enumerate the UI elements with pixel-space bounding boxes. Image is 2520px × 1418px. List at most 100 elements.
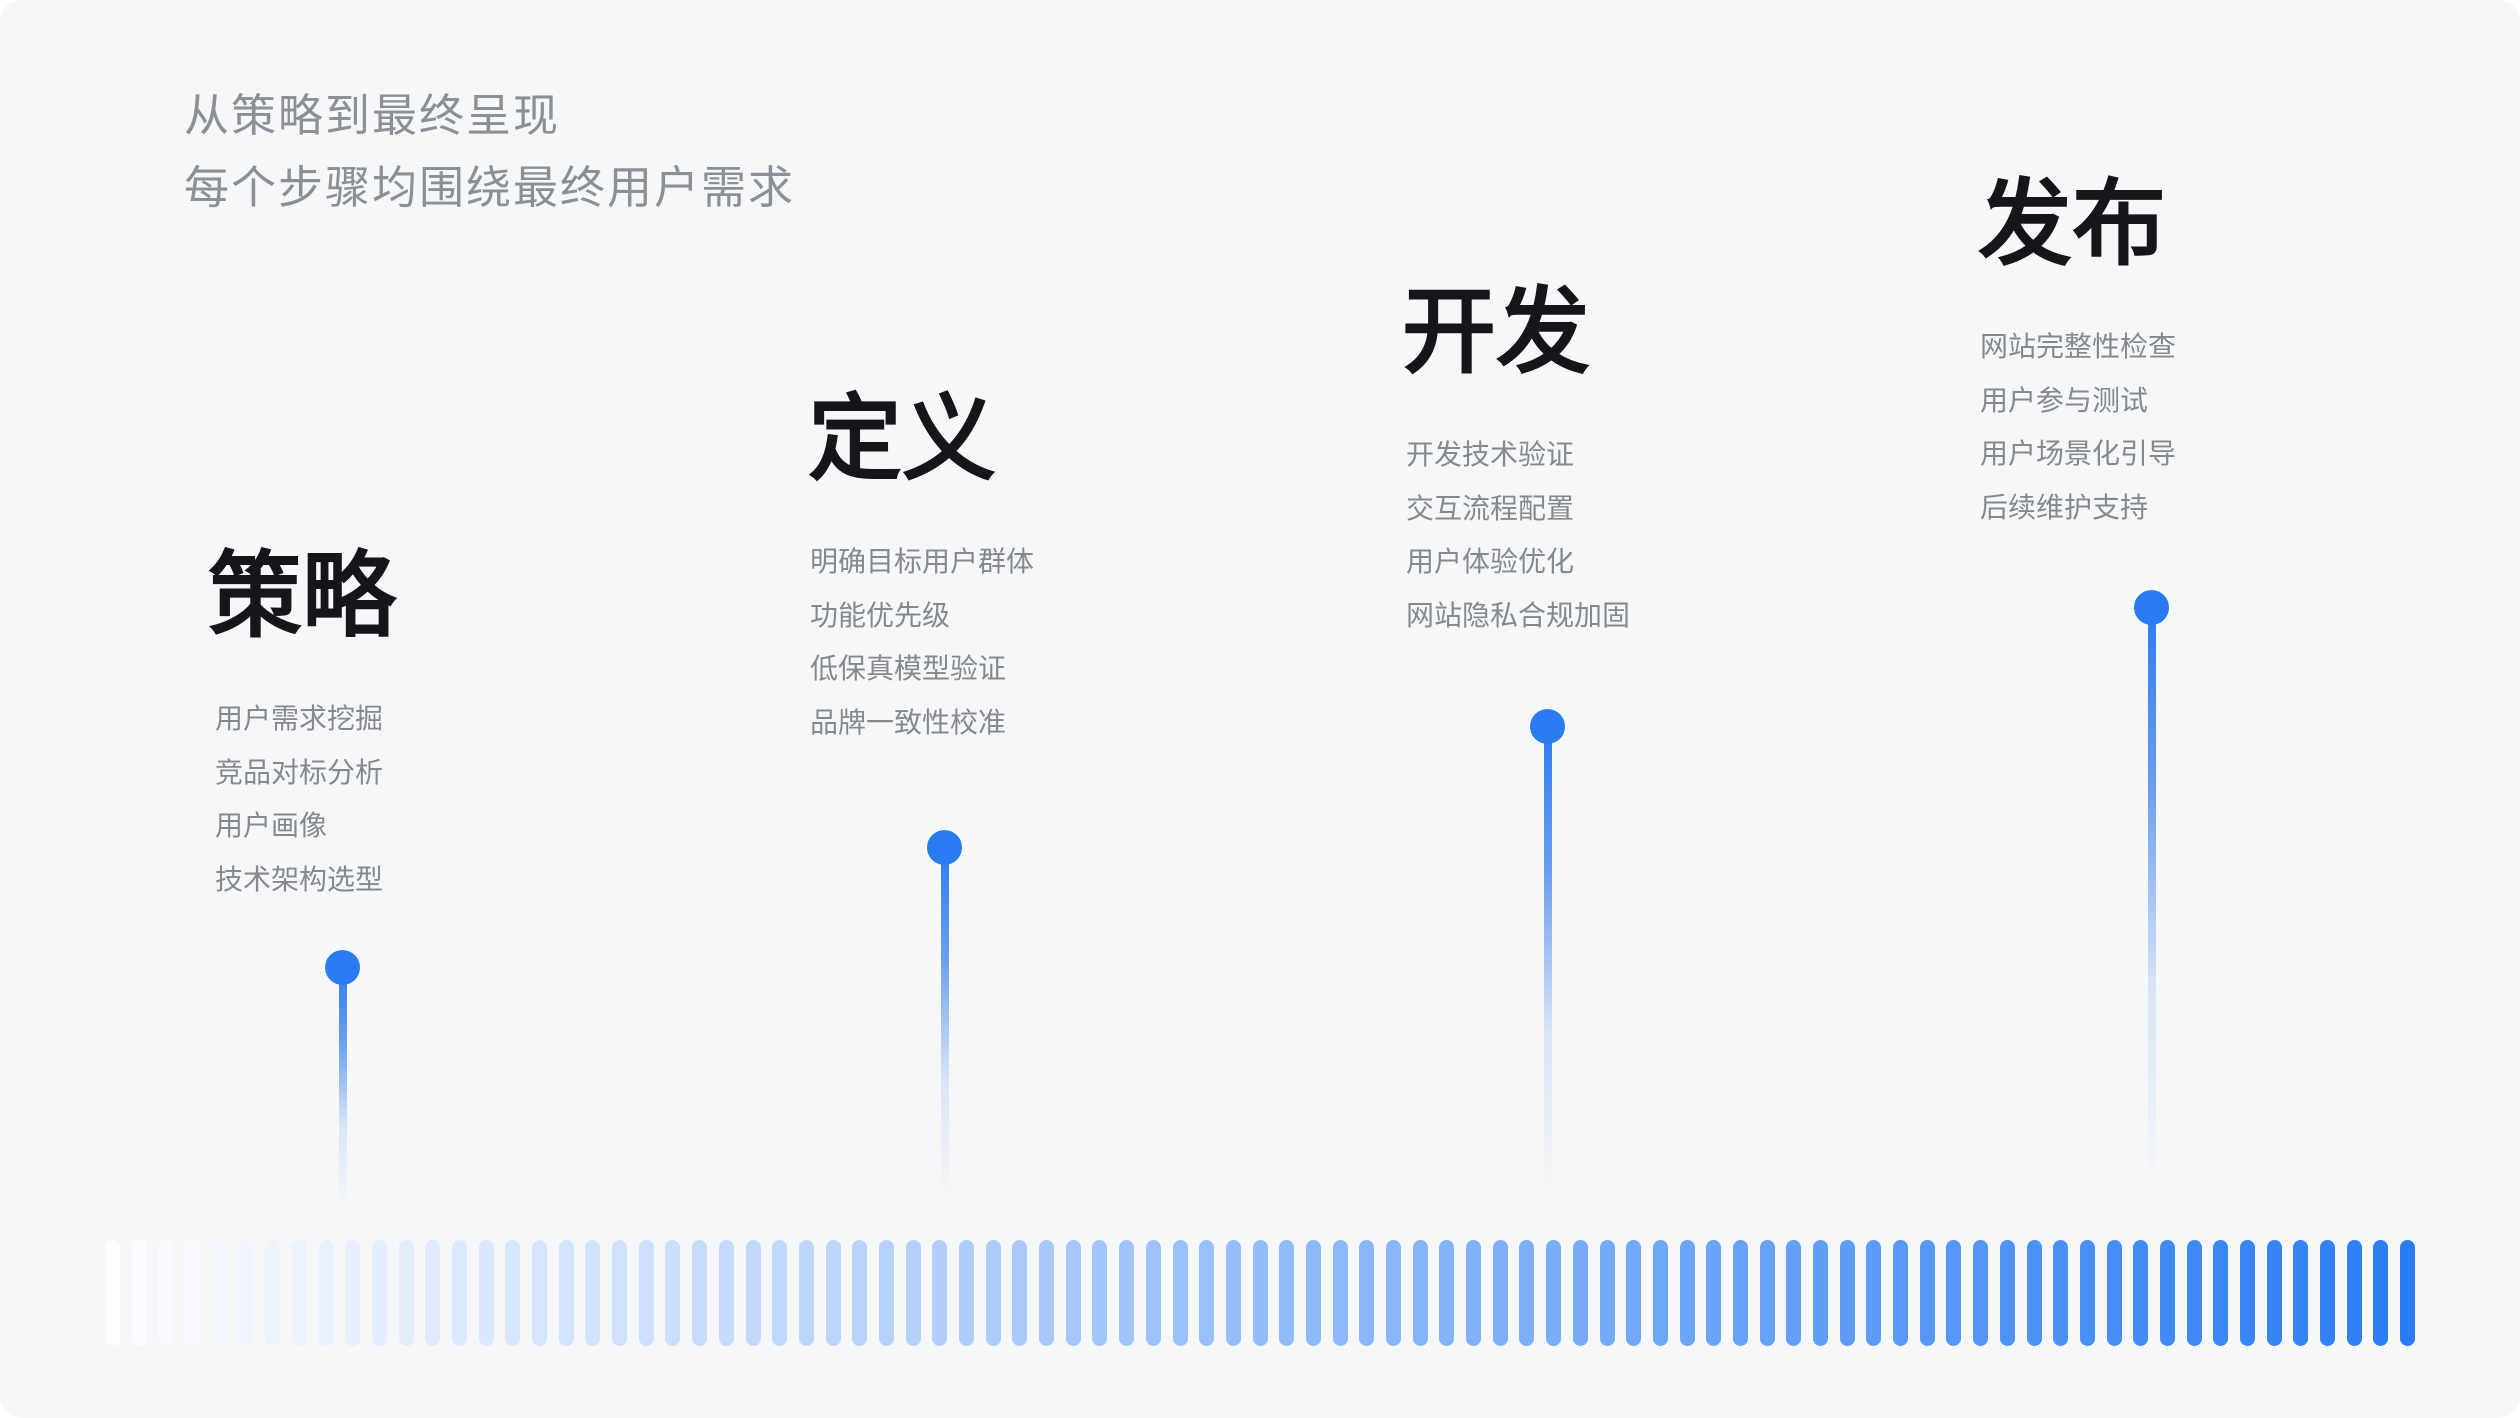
stage-item: 开发技术验证 bbox=[1406, 439, 1575, 470]
stage-item-list: 明确目标用户群体 功能优先级 低保真模型验证 品牌一致性校准 bbox=[810, 535, 1034, 749]
stage-item-list: 网站完整性检查 用户参与测试 用户场景化引导 后续维护支持 bbox=[1980, 320, 2176, 534]
timeline-bar bbox=[1652, 1240, 1668, 1346]
timeline-bar bbox=[1919, 1240, 1935, 1346]
timeline-bar bbox=[2106, 1240, 2122, 1346]
timeline-bar bbox=[1332, 1240, 1348, 1346]
timeline-bar bbox=[2186, 1240, 2202, 1346]
timeline-bar bbox=[105, 1240, 120, 1346]
stage-item: 用户体验优化 bbox=[1406, 546, 1575, 577]
stage-dot bbox=[325, 950, 360, 985]
timeline-bar bbox=[2293, 1240, 2309, 1346]
timeline-bar bbox=[1946, 1240, 1962, 1346]
timeline-bar bbox=[2079, 1240, 2095, 1346]
stage-item-list: 开发技术验证 交互流程配置 用户体验优化 网站隐私合规加固 bbox=[1406, 428, 1630, 642]
timeline-bar bbox=[905, 1240, 921, 1346]
page-subtitle: 从策略到最终呈现 每个步骤均围绕最终用户需求 bbox=[184, 80, 795, 224]
stage-column-launch: 发布 网站完整性检查 用户参与测试 用户场景化引导 后续维护支持 bbox=[1978, 171, 2176, 523]
subtitle-line-2: 每个步骤均围绕最终用户需求 bbox=[184, 162, 796, 213]
timeline-bar bbox=[2053, 1240, 2069, 1346]
timeline-bar bbox=[825, 1240, 841, 1346]
timeline-bar bbox=[798, 1240, 814, 1346]
stage-stem bbox=[1544, 727, 1552, 1222]
timeline-bar bbox=[1012, 1240, 1028, 1346]
timeline-bar bbox=[1999, 1240, 2015, 1346]
timeline-bar bbox=[772, 1240, 788, 1346]
timeline-bar bbox=[1225, 1240, 1241, 1346]
timeline-bar bbox=[1626, 1240, 1642, 1346]
timeline-bar bbox=[638, 1240, 654, 1346]
timeline-bar bbox=[398, 1240, 414, 1346]
timeline-bar bbox=[318, 1240, 334, 1346]
timeline-bar bbox=[585, 1240, 601, 1346]
stage-stem bbox=[339, 967, 347, 1222]
timeline-bar bbox=[745, 1240, 761, 1346]
stage-item: 低保真模型验证 bbox=[810, 653, 1007, 684]
stage-item-list: 用户需求挖掘 竞品对标分析 用户画像 技术架构选型 bbox=[215, 692, 383, 906]
timeline-bar bbox=[1839, 1240, 1855, 1346]
stage-item: 功能优先级 bbox=[810, 599, 951, 631]
timeline-bar bbox=[932, 1240, 948, 1346]
stage-item: 用户参与测试 bbox=[1980, 384, 2149, 416]
timeline-bar bbox=[532, 1240, 547, 1346]
timeline-bar bbox=[1759, 1240, 1775, 1346]
timeline-bar bbox=[1492, 1240, 1508, 1346]
timeline-bar bbox=[1359, 1240, 1375, 1346]
timeline-bar bbox=[1893, 1240, 1909, 1346]
timeline-bar bbox=[1439, 1240, 1455, 1346]
stage-item: 用户需求挖掘 bbox=[215, 703, 384, 734]
stage-item: 后续维护支持 bbox=[1980, 491, 2149, 523]
stage-title: 定义 bbox=[808, 386, 997, 491]
timeline-bar bbox=[2320, 1240, 2336, 1346]
timeline-bar bbox=[1973, 1240, 1989, 1346]
timeline-bar bbox=[1092, 1240, 1108, 1346]
timeline-bar bbox=[1386, 1240, 1401, 1346]
timeline-bar bbox=[158, 1240, 174, 1346]
stage-column-define: 定义 明确目标用户群体 功能优先级 低保真模型验证 品牌一致性校准 bbox=[808, 386, 1034, 738]
timeline-bar bbox=[1466, 1240, 1482, 1346]
timeline-bar bbox=[1199, 1240, 1215, 1346]
timeline-bar bbox=[1145, 1240, 1161, 1346]
stage-stem bbox=[2148, 608, 2156, 1222]
timeline-bar bbox=[1679, 1240, 1695, 1346]
timeline-bar bbox=[665, 1240, 681, 1346]
timeline-bar bbox=[2400, 1240, 2416, 1346]
timeline-bar bbox=[1572, 1240, 1588, 1346]
stage-title: 发布 bbox=[1978, 171, 2167, 276]
timeline-bar bbox=[2240, 1240, 2255, 1346]
timeline-bar bbox=[1706, 1240, 1722, 1346]
timeline-bar bbox=[878, 1240, 894, 1346]
timeline-bars bbox=[105, 1240, 2416, 1346]
stage-column-strategy: 策略 用户需求挖掘 竞品对标分析 用户画像 技术架构选型 bbox=[208, 543, 397, 895]
timeline-bar bbox=[425, 1240, 441, 1346]
timeline-bar bbox=[1866, 1240, 1882, 1346]
timeline-bar bbox=[1599, 1240, 1615, 1346]
stage-item: 技术架构选型 bbox=[215, 863, 384, 895]
stage-column-develop: 开发 开发技术验证 交互流程配置 用户体验优化 网站隐私合规加固 bbox=[1402, 285, 1630, 631]
stage-item: 用户场景化引导 bbox=[1980, 438, 2177, 469]
timeline-bar bbox=[1546, 1240, 1562, 1346]
timeline-bar bbox=[1519, 1240, 1535, 1346]
timeline-bar bbox=[478, 1240, 494, 1346]
timeline-bar bbox=[1065, 1240, 1081, 1346]
timeline-bar bbox=[692, 1240, 708, 1346]
timeline-bar bbox=[718, 1240, 734, 1346]
timeline-bar bbox=[1172, 1240, 1188, 1346]
timeline-bar bbox=[612, 1240, 628, 1346]
stage-item: 交互流程配置 bbox=[1406, 492, 1575, 524]
timeline-bar bbox=[1279, 1240, 1295, 1346]
timeline-bar bbox=[451, 1240, 467, 1346]
stage-dot bbox=[1530, 709, 1565, 744]
stage-item: 用户画像 bbox=[215, 810, 328, 841]
stage-stem bbox=[941, 848, 949, 1222]
stage-item: 明确目标用户群体 bbox=[810, 546, 1035, 577]
timeline-bar bbox=[131, 1240, 147, 1346]
timeline-bar bbox=[238, 1240, 254, 1346]
timeline-bar bbox=[2346, 1240, 2362, 1346]
stage-title: 策略 bbox=[208, 543, 397, 648]
timeline-bar bbox=[1252, 1240, 1268, 1346]
timeline-bar bbox=[505, 1240, 521, 1346]
timeline-bar bbox=[852, 1240, 868, 1346]
timeline-bar bbox=[2133, 1240, 2149, 1346]
timeline-bar bbox=[558, 1240, 574, 1346]
